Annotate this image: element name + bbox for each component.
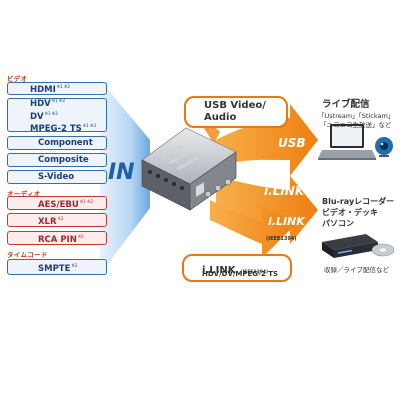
bluray-recorder-image [322, 234, 378, 258]
live-services: 「Ustream」「Stickam」 [318, 112, 395, 120]
input-rca: RCA PIN※2 [7, 231, 107, 245]
live-services-2: 「ニコニコ生放送」など [320, 121, 392, 129]
input-dv-note: ※1 ※3 [44, 110, 58, 116]
rec-title-3: パソコン [322, 219, 354, 228]
usb-video-audio-pill: USB Video/ Audio [184, 96, 288, 128]
input-hdv-label: HDV [30, 98, 51, 109]
input-aesebu: AES/EBU※1 ※2 [7, 196, 107, 210]
in-label: IN [108, 160, 135, 185]
usb-pill-line2: Audio [204, 112, 237, 123]
input-hdv-note: ※1 ※3 [51, 97, 65, 103]
input-composite-label: Composite [38, 155, 89, 165]
usb-pill-line1: USB Video/ [204, 100, 266, 111]
converter-device-image [141, 127, 237, 211]
input-digital-group: HDV※1 ※3 DV※1 ※3 MPEG-2 TS※1 ※3 [7, 97, 107, 135]
ilink-pill-formats: HDV/DV/MPEG-2 TS [202, 270, 279, 278]
laptop-image [318, 124, 376, 160]
ilink-pill-title-sub: (IEEE1394) [240, 270, 269, 275]
ilink-arrow-sub: (IEEE1394) [266, 236, 297, 242]
input-smpte-label: SMPTE [38, 263, 71, 274]
input-xlr-label: XLR [38, 216, 57, 227]
input-mpeg2ts-note: ※1 ※3 [82, 123, 96, 129]
input-smpte: SMPTE※2 [7, 259, 107, 275]
input-xlr-note: ※2 [57, 215, 64, 221]
webcam-image [375, 137, 393, 157]
input-smpte-note: ※2 [71, 262, 78, 268]
usb-arrow-label: USB [278, 136, 306, 150]
input-component: Component [7, 136, 107, 150]
input-component-label: Component [38, 138, 93, 148]
input-aesebu-note: ※1 ※2 [79, 198, 93, 204]
category-video: ビデオ [7, 75, 28, 83]
ilink-output-arrow-2 [210, 200, 298, 258]
ilink-formats-pill: i.LINK (IEEE1394) HDV/DV/MPEG-2 TS [182, 254, 292, 282]
live-title: ライブ配信 [322, 99, 370, 110]
category-timecode: タイムコード [7, 251, 48, 259]
input-hdmi: HDMI※1 ※2 [7, 82, 107, 95]
input-hdmi-label: HDMI [30, 84, 56, 95]
rec-title-1: Blu-rayレコーダー [322, 197, 395, 206]
ilink-arrow-label-2: i.LINK [268, 215, 305, 228]
input-xlr: XLR※2 [7, 213, 107, 227]
ilink-pill-title: i.LINK [202, 265, 236, 276]
input-svideo-label: S-Video [38, 172, 75, 182]
input-rca-note: ※2 [77, 233, 84, 239]
input-rca-label: RCA PIN [38, 234, 77, 245]
ilink-arrow-label-1: i.LINK [264, 184, 305, 198]
usb-output-arrow [212, 104, 318, 176]
rec-title-2: ビデオ・デッキ [322, 208, 378, 217]
input-dv-label: DV [30, 111, 44, 122]
input-funnel [100, 80, 150, 274]
rec-caption: 収録／ライブ配信など [324, 266, 389, 274]
disc-image [371, 243, 395, 257]
input-svideo: S-Video [7, 170, 107, 184]
input-hdmi-note: ※1 ※2 [56, 84, 70, 90]
category-audio: オーディオ [7, 190, 41, 198]
input-composite: Composite [7, 153, 107, 167]
input-mpeg2ts-label: MPEG-2 TS [30, 124, 82, 135]
input-aesebu-label: AES/EBU [38, 199, 79, 210]
